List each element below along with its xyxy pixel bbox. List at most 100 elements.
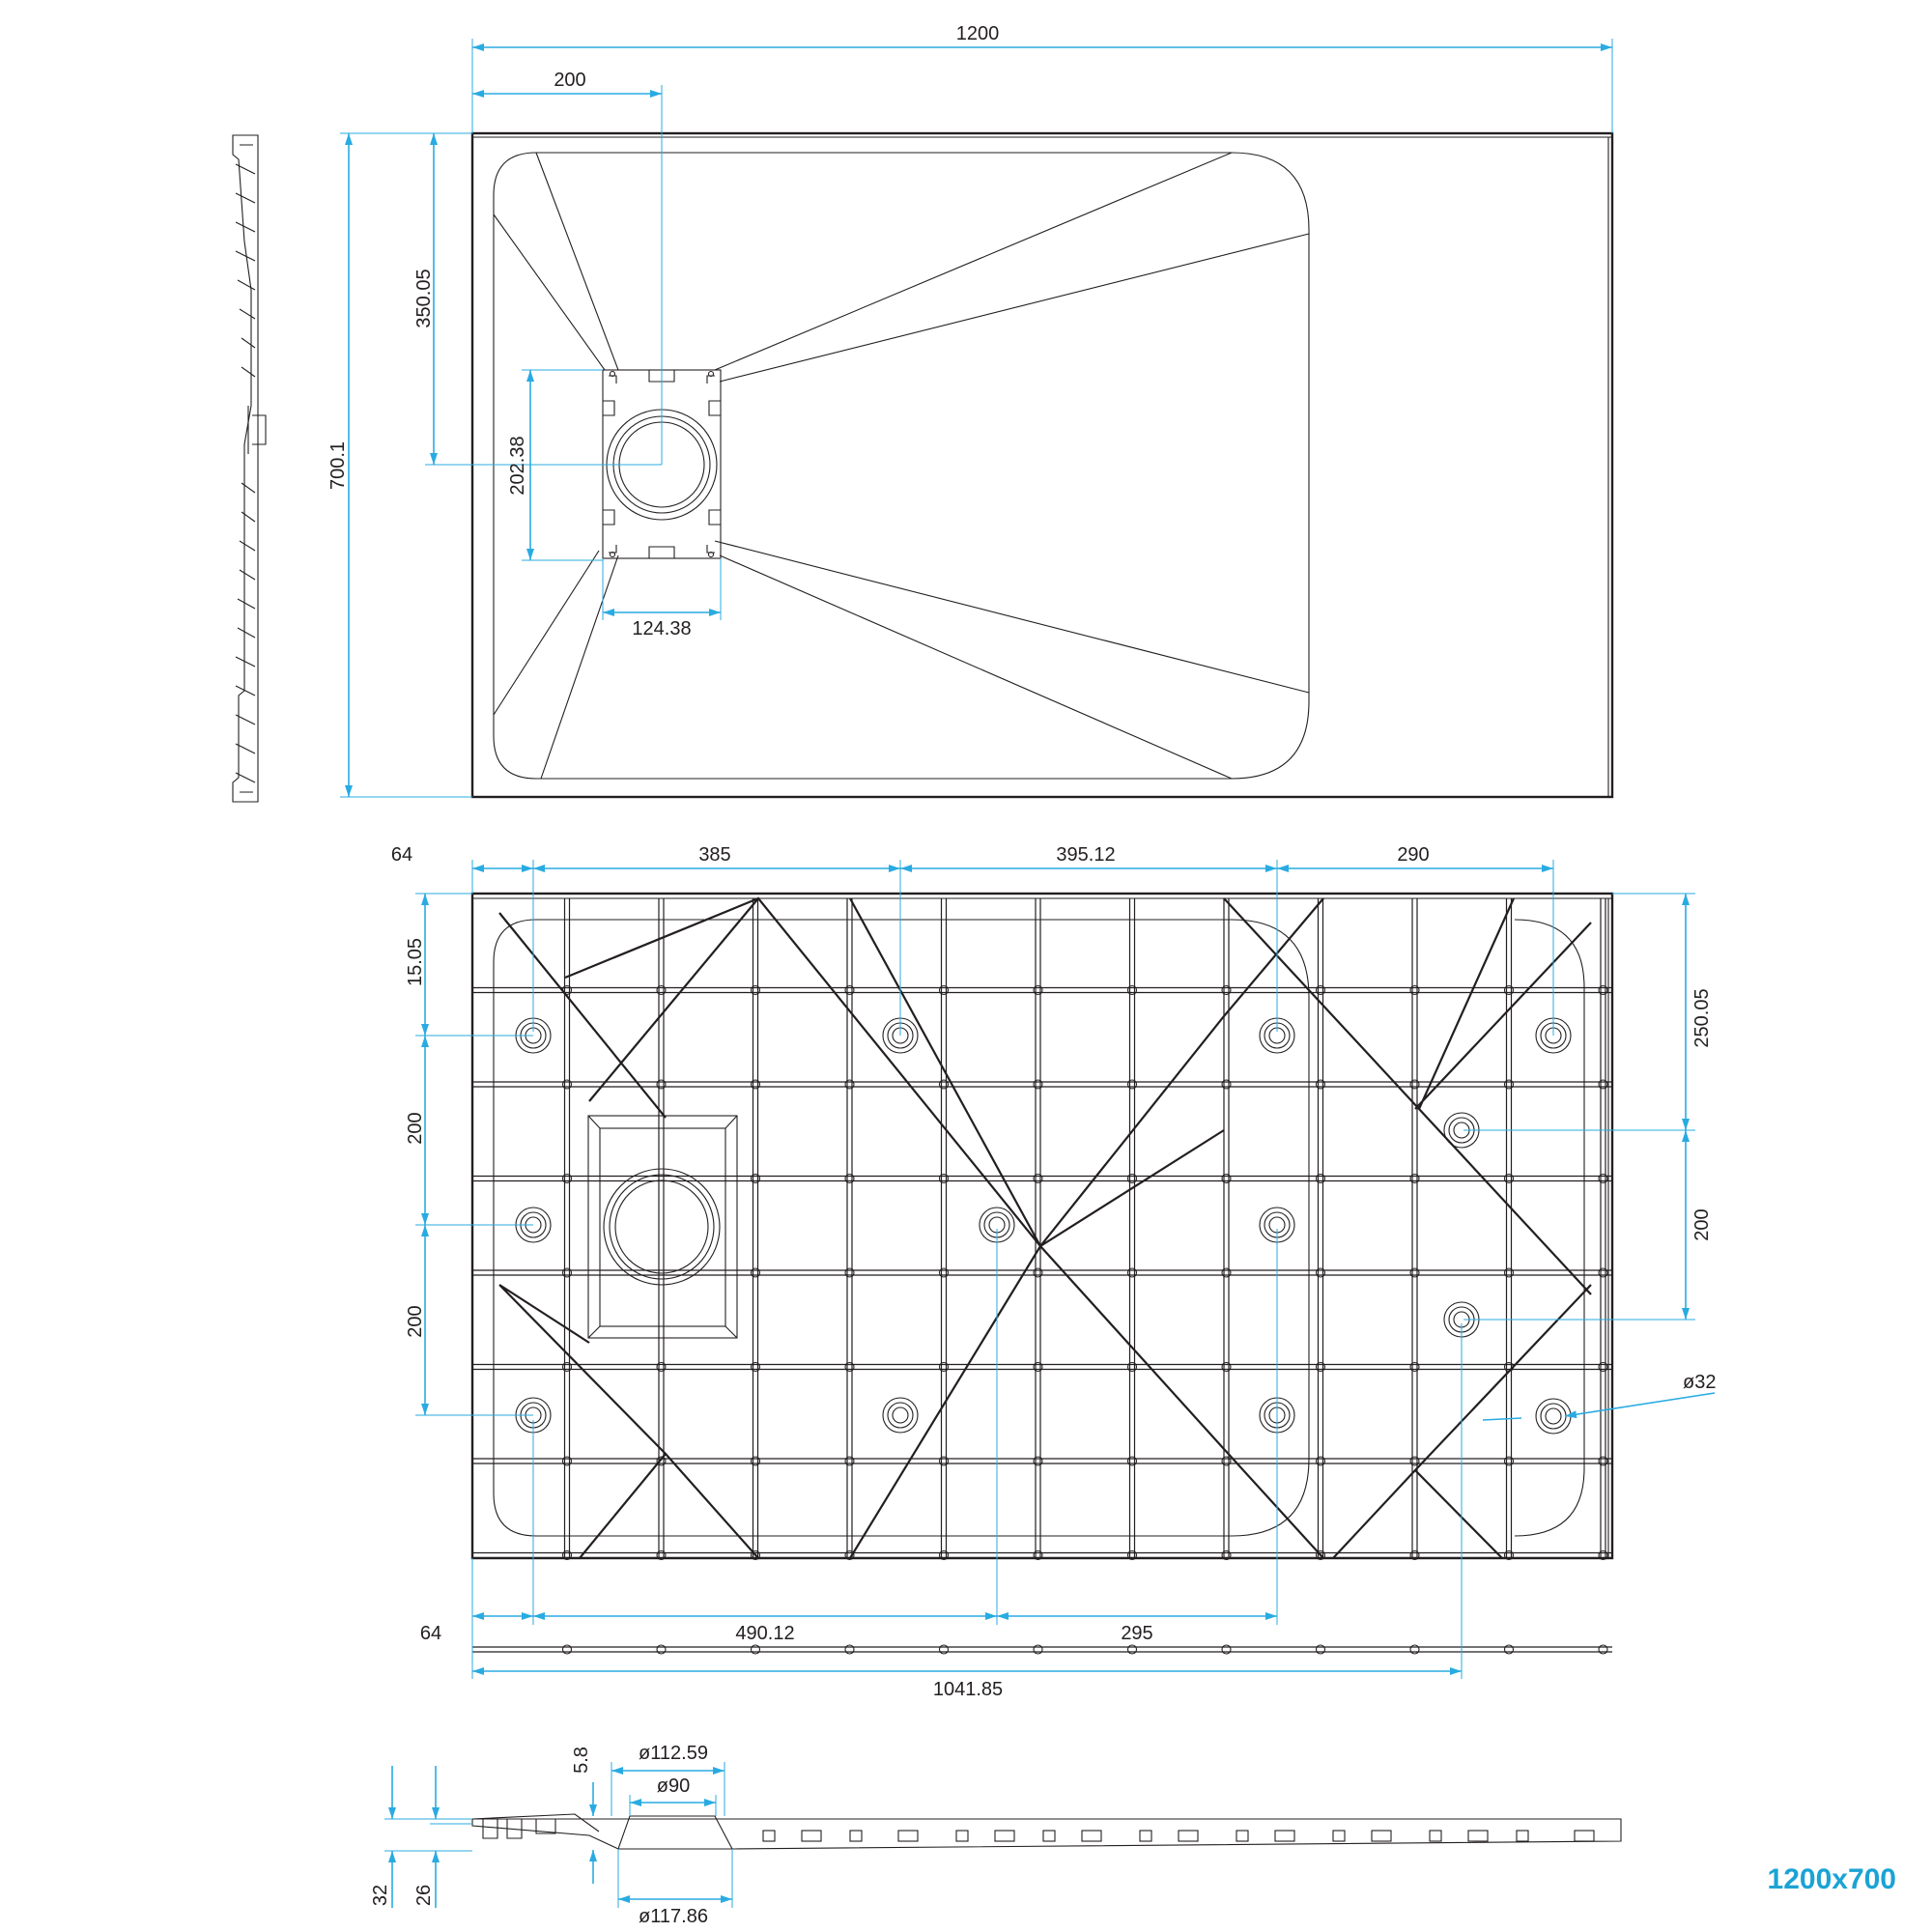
section-view-dimensions: 32 26 5.8 ø112.59 ø90 ø117.86 <box>370 1743 733 1927</box>
top-view-dimensions: 1200 200 700.1 350.05 202.38 124.38 <box>327 23 1613 798</box>
section-rib-slot <box>1042 1830 1056 1842</box>
grid-node <box>1409 1173 1420 1184</box>
grid-node <box>750 984 761 996</box>
grid-nodes <box>561 984 1608 1655</box>
grid-node <box>1126 1549 1138 1561</box>
section-rib-slot <box>1371 1830 1392 1842</box>
grid-node <box>844 1456 855 1466</box>
grid-node <box>1033 1173 1043 1184</box>
grid-node <box>1598 1644 1608 1655</box>
grid-node <box>561 1549 573 1561</box>
grid-node <box>561 1644 573 1655</box>
grid-node <box>1598 1173 1608 1184</box>
dim-drain-x: 200 <box>554 70 585 91</box>
grid-node <box>1409 1267 1420 1278</box>
dim-inner-height: 26 <box>413 1885 435 1906</box>
dim-spacing-2: 395.12 <box>1056 844 1115 866</box>
grid-node <box>844 1173 855 1184</box>
bottom-view-dimensions: 64 385 395.12 290 15.05 200 200 250.05 2… <box>391 844 1717 1700</box>
grid-node <box>1598 1456 1608 1466</box>
grid-node <box>1598 984 1608 996</box>
dim-spacing-1: 385 <box>698 844 730 866</box>
grid-node <box>1409 1549 1420 1561</box>
dim-total-height: 32 <box>370 1885 391 1906</box>
grid-node <box>1221 984 1232 996</box>
section-rib-slot <box>1574 1830 1595 1842</box>
grid-node <box>1221 1361 1232 1373</box>
foot-outer-ring <box>882 1397 919 1434</box>
dim-bottom-offset: 64 <box>420 1623 441 1644</box>
grid-node <box>1315 1079 1326 1090</box>
dim-drain-y: 350.05 <box>413 269 435 327</box>
grid-node <box>1033 1644 1043 1655</box>
dim-height-700-1: 700.1 <box>327 441 349 490</box>
grid-node <box>1315 1549 1326 1561</box>
section-view <box>471 1813 1622 1850</box>
section-rib-slot <box>1332 1830 1346 1842</box>
grid-node <box>750 1173 761 1184</box>
dim-right-mid: 200 <box>1691 1208 1713 1240</box>
grid-node <box>1503 1456 1515 1466</box>
grid-node <box>938 1456 950 1466</box>
grid-node <box>1315 984 1326 996</box>
section-rib-slot <box>762 1830 776 1842</box>
dim-inner-diameter: ø90 <box>657 1776 690 1797</box>
grid-node <box>1033 984 1043 996</box>
grid-node <box>1033 1361 1043 1373</box>
grid-node <box>561 1079 573 1090</box>
grid-node <box>656 1549 667 1561</box>
grid-node <box>1126 1644 1138 1655</box>
grid-node <box>1315 1173 1326 1184</box>
grid-node <box>750 1456 761 1466</box>
foot-core <box>1545 1407 1562 1425</box>
grid-node <box>938 1173 950 1184</box>
dim-left-top: 15.05 <box>405 938 426 986</box>
grid-node <box>844 1549 855 1561</box>
grid-node <box>1315 1361 1326 1373</box>
support-grid <box>472 898 1612 1653</box>
grid-node <box>1221 1079 1232 1090</box>
grid-node <box>1503 1644 1515 1655</box>
section-rib-slot <box>849 1830 863 1842</box>
grid-node <box>1126 1079 1138 1090</box>
section-rib-slot <box>1467 1830 1489 1842</box>
grid-node <box>1126 1173 1138 1184</box>
grid-node <box>1315 1267 1326 1278</box>
dim-outer-diameter: ø112.59 <box>639 1743 708 1764</box>
grid-node <box>844 1644 855 1655</box>
grid-node <box>1409 1456 1420 1466</box>
section-rib-slot <box>1081 1830 1102 1842</box>
grid-node <box>1503 1549 1515 1561</box>
bottom-drain-box <box>587 1115 738 1339</box>
grid-node <box>1503 1079 1515 1090</box>
dim-bottom-diameter: ø117.86 <box>639 1906 708 1927</box>
grid-node <box>1221 1644 1232 1655</box>
foot-inner-ring <box>1540 1403 1567 1430</box>
grid-node <box>844 1079 855 1090</box>
grid-node <box>1598 1267 1608 1278</box>
section-rib-slot <box>801 1830 822 1842</box>
grid-node <box>1221 1267 1232 1278</box>
grid-node <box>1221 1456 1232 1466</box>
section-rib-slot <box>1516 1830 1529 1842</box>
grid-node <box>1126 1456 1138 1466</box>
foot-core <box>892 1406 909 1424</box>
support-foot <box>882 1397 919 1434</box>
grid-node <box>1503 984 1515 996</box>
dim-left-mid-1: 200 <box>405 1112 426 1144</box>
section-rib-slot <box>1236 1830 1249 1842</box>
bottom-view <box>470 892 1614 1655</box>
grid-node <box>1221 1549 1232 1561</box>
grid-node <box>1409 1361 1420 1373</box>
grid-node <box>656 984 667 996</box>
grid-node <box>1315 1644 1326 1655</box>
grid-node <box>561 1267 573 1278</box>
section-ribs <box>762 1830 1595 1842</box>
grid-node <box>1126 1267 1138 1278</box>
grid-node <box>561 1173 573 1184</box>
grid-node <box>1503 1173 1515 1184</box>
foot-inner-ring <box>887 1402 914 1429</box>
section-rib-slot <box>994 1830 1015 1842</box>
section-rib-slot <box>1178 1830 1199 1842</box>
grid-node <box>938 1079 950 1090</box>
